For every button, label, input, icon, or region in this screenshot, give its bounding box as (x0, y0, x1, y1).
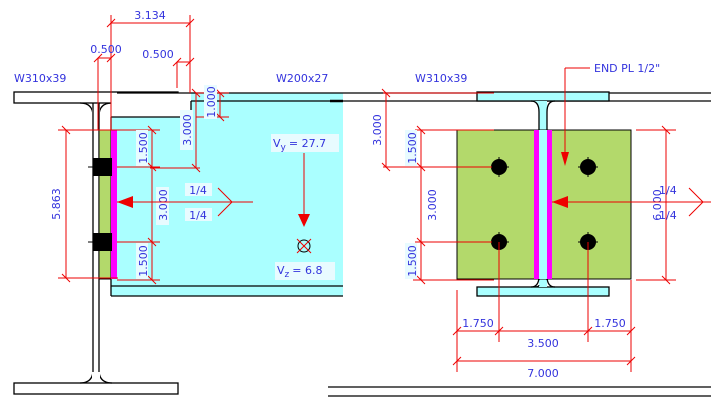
end-plate-side (98, 129, 112, 280)
weld-left (534, 130, 539, 279)
dim-section-1500-bottom-label: 1.500 (406, 245, 419, 277)
dim-1750-left-label: 1.750 (462, 317, 494, 330)
dim-cope-gap: 0.500 (142, 48, 195, 88)
dim-section-1500-top-label: 1.500 (406, 132, 419, 164)
beam-label: W200x27 (276, 72, 328, 85)
dim-section-3000-top-label: 3.000 (371, 114, 384, 146)
bolt-icon (489, 157, 509, 177)
dim-1000-label: 1.000 (205, 86, 218, 118)
weld-size-top: 1/4 (189, 184, 207, 197)
dim-0500-left-label: 0.500 (90, 43, 122, 56)
svg-text:Vy= 27.7: Vy= 27.7 (273, 137, 326, 153)
svg-text:Vz= 6.8: Vz= 6.8 (277, 264, 322, 280)
elevation-view: 3.134 0.500 0.500 1.000 (13, 9, 711, 395)
end-plate-label: END PL 1/2" (594, 62, 660, 75)
dim-bolt-edges: 1.500 3.000 1.500 (117, 125, 170, 285)
dim-1500-top-label: 1.500 (137, 132, 150, 164)
dim-3134-label: 3.134 (134, 9, 166, 22)
section-top-flange (476, 91, 610, 102)
column-label-left: W310x39 (14, 72, 66, 85)
dim-3000-mid-label: 3.000 (157, 189, 170, 221)
column-bottom-flange (13, 382, 179, 395)
shear-arrow-icon (298, 214, 310, 227)
shear-vy: Vy= 27.7 (271, 134, 339, 227)
dim-1500-bottom-label: 1.500 (137, 245, 150, 277)
bolt-bottom-side (93, 233, 112, 251)
bolt-top-side (93, 158, 112, 176)
section-view: W310x39 END PL 1/2" 3.000 1.500 (328, 62, 711, 397)
dim-section-3000-mid-label: 3.000 (426, 189, 439, 221)
dim-plate-height: 5.863 (50, 125, 118, 283)
dim-column-gap: 0.500 (90, 43, 122, 130)
dim-7000-label: 7.000 (527, 367, 559, 380)
dim-1750-right-label: 1.750 (594, 317, 626, 330)
dim-top-to-plate: 3.000 (150, 88, 201, 173)
dim-section-left: 3.000 1.500 3.000 1.500 (371, 88, 494, 285)
end-plate-callout: END PL 1/2" (561, 62, 660, 166)
dim-section-bottom: 1.750 1.750 3.500 7.000 (452, 242, 636, 380)
dim-section-right: 6.000 (636, 125, 676, 285)
weld-size-bottom-right: 1/4 (659, 209, 677, 222)
weld-right (547, 130, 552, 279)
dim-top-overall: 3.134 (106, 9, 195, 130)
shear-vz: Vz= 6.8 (275, 238, 335, 280)
dim-5863-label: 5.863 (50, 188, 63, 220)
section-bottom-flange (476, 286, 610, 297)
dim-3000-top-label: 3.000 (181, 114, 194, 146)
dim-3500-label: 3.500 (527, 337, 559, 350)
bolt-icon (578, 157, 598, 177)
column-label-right: W310x39 (415, 72, 467, 85)
dim-cope-depth: 1.000 (196, 85, 229, 122)
weld-symbol-left: 1/4 1/4 (117, 183, 253, 222)
out-of-plane-icon (297, 239, 311, 253)
weld-size-bottom: 1/4 (189, 209, 207, 222)
dim-section-6000-label: 6.000 (651, 189, 664, 221)
weld-symbol-right: 1/4 1/4 (552, 184, 711, 222)
weld-size-top-right: 1/4 (659, 184, 677, 197)
dim-0500-right-label: 0.500 (142, 48, 174, 61)
weld-side (111, 130, 117, 279)
